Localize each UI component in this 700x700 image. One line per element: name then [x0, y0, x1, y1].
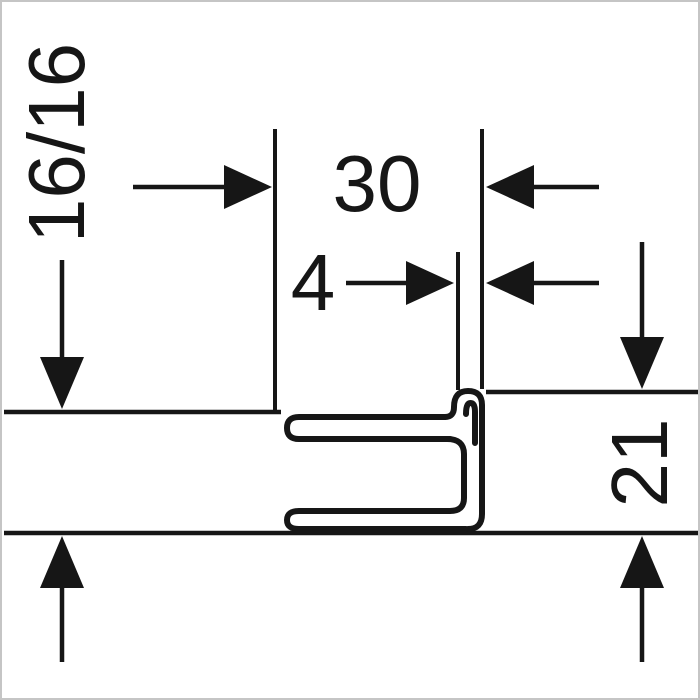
dimension-label-30: 30	[332, 139, 422, 228]
dimension-label-16-16: 16/16	[12, 42, 101, 244]
profile-inner-and-bottom-wall	[284, 436, 469, 532]
dimension-21-lines	[620, 242, 664, 662]
dimension-label-4: 4	[290, 238, 336, 327]
dimension-4-lines	[346, 261, 599, 305]
dim-16-down-arrowhead	[40, 357, 84, 409]
dim-21-down-arrowhead	[620, 337, 664, 389]
profile-hook-inner-slot	[463, 400, 478, 446]
reference-lines	[4, 389, 698, 536]
dim-21-up-arrowhead	[620, 536, 664, 588]
profile-hook-and-right-wall	[442, 388, 485, 532]
dim-30-right-arrowhead	[486, 165, 534, 209]
extension-lines	[273, 129, 484, 410]
profile-top-wall	[284, 414, 453, 442]
dim-16-up-arrowhead	[40, 536, 84, 588]
profile-cross-section	[284, 388, 485, 532]
dimension-16-16-lines	[40, 260, 84, 662]
dimension-30-lines	[133, 165, 599, 209]
dim-4-right-arrowhead	[486, 261, 534, 305]
dim-4-left-arrowhead	[406, 261, 454, 305]
dim-30-left-arrowhead	[224, 165, 272, 209]
dimension-label-21: 21	[595, 418, 684, 508]
